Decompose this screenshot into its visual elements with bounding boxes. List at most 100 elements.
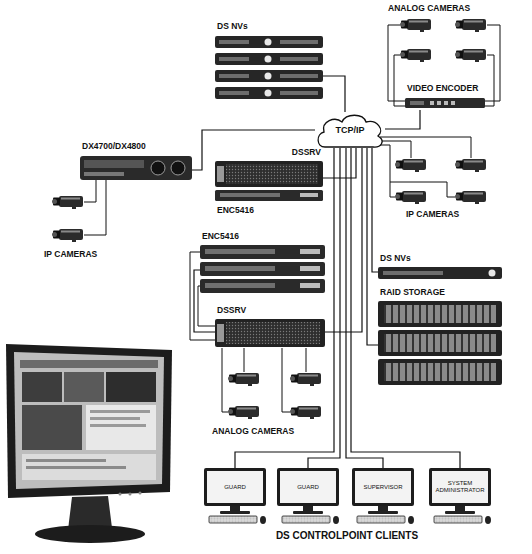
group-label: DS CONTROLPOINT CLIENTS bbox=[276, 530, 418, 542]
dx-recorder bbox=[171, 161, 185, 175]
recorder: DX4700/DX4800 bbox=[80, 142, 192, 182]
raid-units bbox=[384, 363, 496, 381]
ip-cameras-left bbox=[52, 196, 83, 209]
client-desks bbox=[282, 516, 330, 523]
workstation-monitor bbox=[35, 525, 145, 543]
raid-units bbox=[378, 301, 502, 385]
workstation-monitor bbox=[26, 459, 106, 462]
server-unit bbox=[226, 164, 318, 184]
workstation-monitor bbox=[26, 466, 126, 469]
server-unit bbox=[215, 161, 323, 187]
encoder-unit bbox=[410, 101, 424, 105]
server-unit bbox=[215, 161, 323, 201]
analog-cameras-top bbox=[400, 19, 431, 32]
encoder-unit bbox=[405, 98, 485, 108]
analog-cameras-top bbox=[455, 49, 486, 62]
client-desks bbox=[260, 516, 266, 524]
encoder-units bbox=[200, 279, 325, 293]
nvr-units bbox=[265, 73, 272, 80]
ip-cameras-right bbox=[455, 191, 486, 204]
video-encoder: VIDEO ENCODER bbox=[405, 84, 485, 110]
encoder-units bbox=[300, 249, 320, 254]
network-link bbox=[385, 110, 420, 129]
client-desks bbox=[357, 516, 405, 523]
client-monitor: GUARD bbox=[277, 468, 339, 506]
server-unit bbox=[217, 166, 224, 182]
workstation-monitor bbox=[119, 493, 122, 496]
encoder-unit bbox=[405, 98, 485, 108]
nvr-group: DS NVs bbox=[215, 22, 323, 104]
server: DSSRV bbox=[215, 306, 325, 348]
analog-cameras-top bbox=[388, 25, 500, 106]
dx-recorder bbox=[151, 161, 165, 175]
workstation-monitor bbox=[6, 344, 172, 543]
workstation-monitor bbox=[6, 344, 172, 498]
client-desks bbox=[434, 516, 482, 523]
workstation-monitor bbox=[68, 496, 112, 530]
dx-recorder bbox=[84, 160, 144, 168]
client-monitor: SUPERVISOR bbox=[352, 468, 414, 506]
raid-units bbox=[378, 359, 502, 385]
ip-cameras-left bbox=[84, 180, 106, 235]
workstation-monitor bbox=[90, 424, 146, 427]
dx-recorder bbox=[84, 172, 124, 176]
workstation-monitor bbox=[20, 360, 158, 368]
workstation-monitor bbox=[22, 405, 82, 450]
workstation-monitor bbox=[90, 410, 150, 413]
server: DSSRV bbox=[215, 148, 323, 188]
client-desks bbox=[209, 506, 491, 524]
workstation-monitor bbox=[90, 417, 140, 420]
encoder-units bbox=[205, 249, 275, 254]
network-link bbox=[308, 148, 340, 468]
group-label: IP CAMERAS bbox=[406, 210, 459, 220]
screen-label: SUPERVISOR bbox=[363, 484, 402, 491]
analog-cameras-bottom bbox=[290, 406, 321, 419]
analog-cameras-top bbox=[388, 19, 500, 106]
device-label: DSSRV bbox=[292, 148, 321, 158]
workstation-monitor bbox=[129, 493, 132, 496]
analog-cameras-bottom bbox=[222, 348, 321, 419]
raid-units bbox=[378, 330, 502, 356]
network-link bbox=[325, 148, 362, 332]
encoder-unit bbox=[437, 101, 441, 105]
server-unit bbox=[220, 193, 280, 197]
encoder-units bbox=[200, 262, 325, 276]
nvr-units bbox=[219, 57, 249, 61]
nvr-units bbox=[215, 53, 323, 65]
workstation-monitor bbox=[139, 492, 142, 495]
raid-storage: RAID STORAGE bbox=[378, 288, 502, 388]
nvr-units bbox=[265, 39, 272, 46]
network-cloud: TCP/IP bbox=[315, 112, 385, 148]
server-unit bbox=[215, 319, 325, 347]
raid-units bbox=[384, 334, 496, 352]
group-label: ANALOG CAMERAS bbox=[212, 427, 294, 437]
nvr-units bbox=[219, 74, 249, 78]
client-desks bbox=[293, 511, 323, 514]
ip-cameras-left bbox=[52, 180, 106, 242]
nvr-units bbox=[215, 36, 323, 48]
device-label: ENC5416 bbox=[217, 206, 254, 216]
client-desks bbox=[220, 511, 250, 514]
device-label: DX4700/DX4800 bbox=[82, 142, 146, 152]
network-link bbox=[235, 148, 334, 468]
analog-cameras-bottom bbox=[222, 348, 306, 412]
ip-cameras-right bbox=[380, 137, 486, 204]
encoder-units bbox=[300, 283, 320, 288]
device-label: DSSRV bbox=[217, 306, 246, 316]
client-desks bbox=[333, 516, 339, 524]
connectors bbox=[192, 76, 460, 468]
encoder-group: ENC5416 bbox=[200, 232, 325, 298]
client-desks bbox=[368, 511, 398, 514]
device-label: RAID STORAGE bbox=[380, 288, 445, 298]
server-unit bbox=[300, 193, 318, 197]
nvr-units bbox=[219, 91, 249, 95]
raid-units bbox=[384, 305, 496, 323]
encoder-units bbox=[190, 252, 215, 340]
nvr-unit bbox=[378, 267, 502, 279]
network-link bbox=[194, 270, 215, 332]
workstation-monitor bbox=[64, 372, 104, 402]
nvr-units bbox=[280, 91, 318, 95]
nvr-units bbox=[215, 70, 323, 82]
nvr-unit bbox=[378, 267, 502, 279]
